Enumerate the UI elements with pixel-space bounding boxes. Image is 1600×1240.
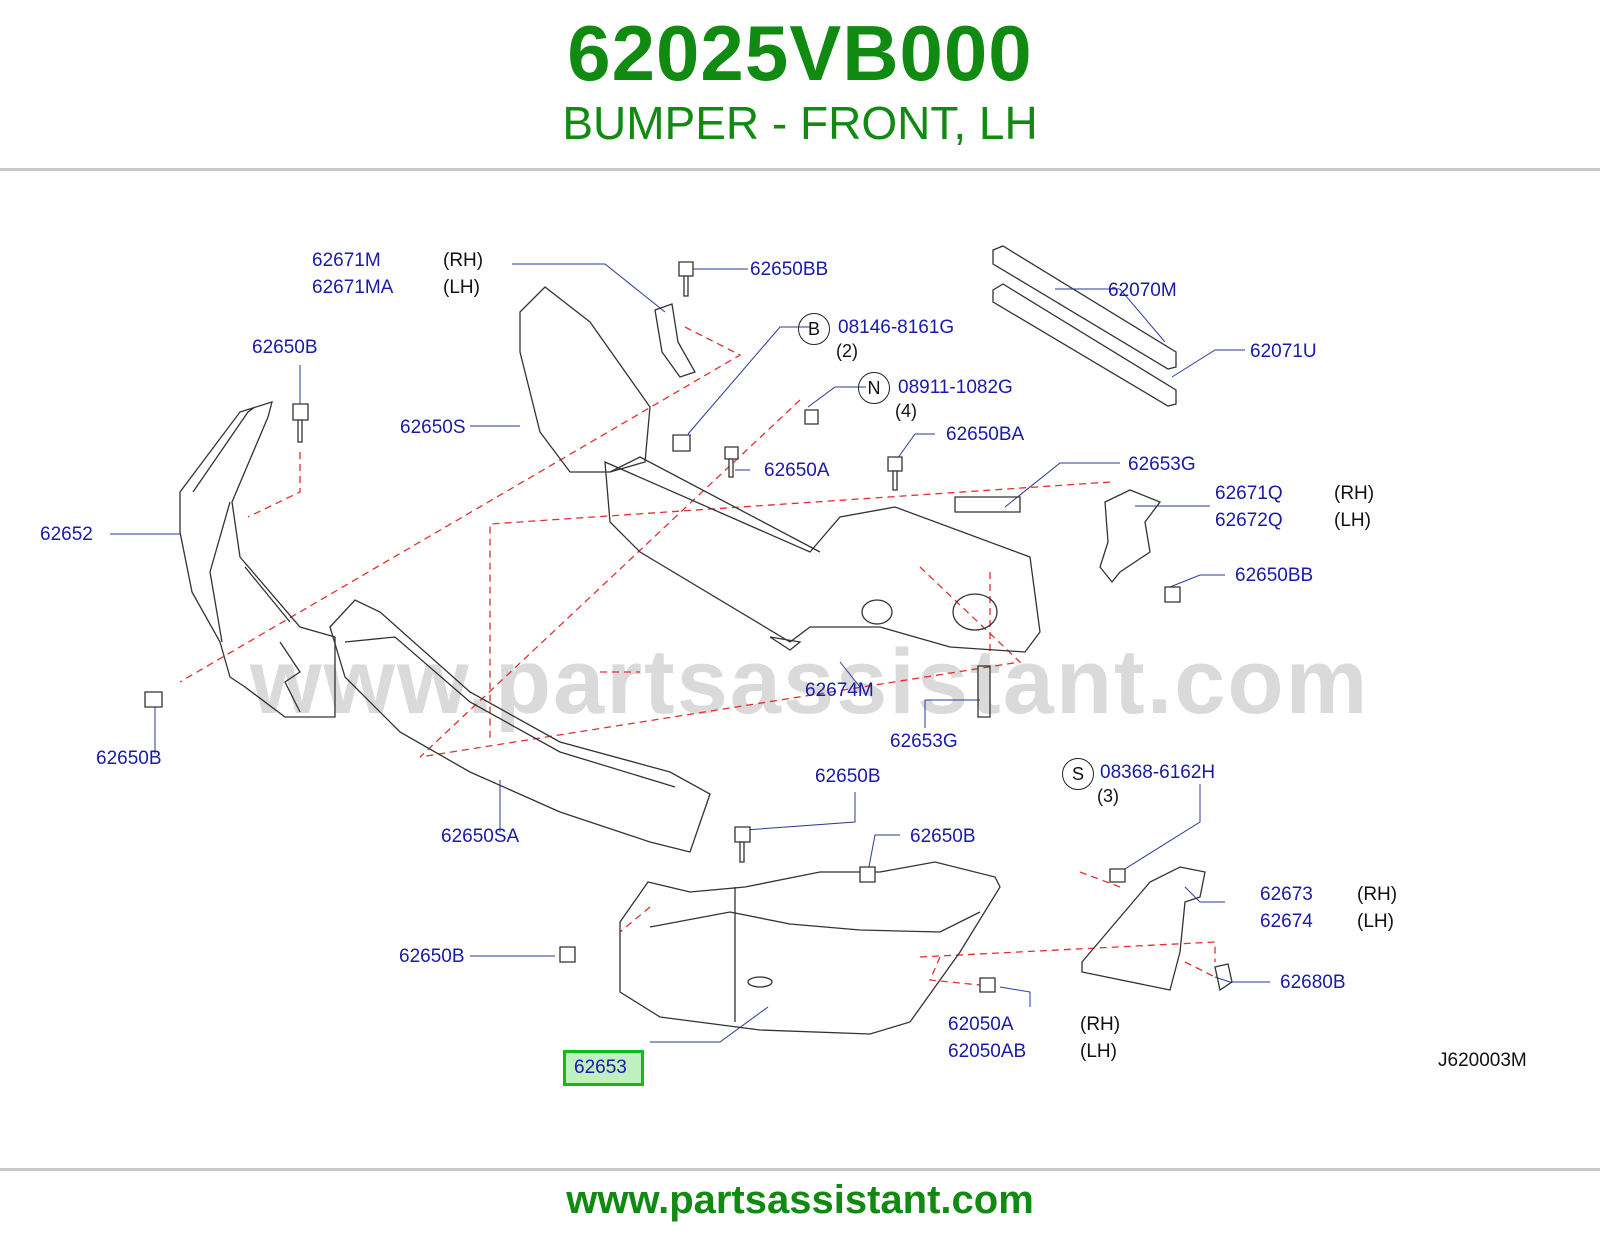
label-62652[interactable]: 62652 — [40, 524, 93, 545]
label-62674M[interactable]: 62674M — [805, 680, 874, 701]
part-62650SA-beam — [329, 599, 711, 853]
part-62671M-hanger — [654, 303, 696, 378]
page-header: 62025VB000 BUMPER - FRONT, LH — [0, 0, 1600, 170]
part-62653G-lower-plate — [977, 665, 991, 718]
part-62653-bumper — [619, 861, 1001, 1035]
bottom-divider — [0, 1168, 1600, 1171]
label-62674[interactable]: 62674 — [1260, 911, 1313, 932]
label-62650A[interactable]: 62650A — [764, 460, 830, 481]
label-62650BA[interactable]: 62650BA — [946, 424, 1025, 445]
label-62672Q[interactable]: 62672Q — [1215, 510, 1283, 531]
qty-b: (2) — [836, 341, 858, 361]
label-62650BB-right[interactable]: 62650BB — [1235, 565, 1314, 586]
leader-lines — [110, 263, 1270, 1043]
label-62650S[interactable]: 62650S — [400, 417, 466, 438]
part-straps — [992, 245, 1177, 407]
watermark: www.partsassistant.com — [250, 631, 1370, 733]
label-62680B[interactable]: 62680B — [1280, 972, 1346, 993]
label-62050A[interactable]: 62050A — [948, 1014, 1014, 1035]
label-62071U[interactable]: 62071U — [1250, 341, 1317, 362]
part-62653G-upper-plate — [954, 496, 1021, 513]
label-62650B-low[interactable]: 62650B — [399, 946, 465, 967]
label-62671Q[interactable]: 62671Q — [1215, 483, 1283, 504]
circle-code-b: B — [798, 313, 830, 345]
diagram-reference-code: J620003M — [1438, 1050, 1527, 1071]
label-62673[interactable]: 62673 — [1260, 884, 1313, 905]
side-rh: (RH) — [1334, 483, 1375, 504]
top-divider — [0, 168, 1600, 171]
label-62050AB[interactable]: 62050AB — [948, 1041, 1027, 1062]
circle-code-s: S — [1062, 758, 1094, 790]
label-08368-6162H[interactable]: 08368-6162H — [1100, 762, 1216, 783]
part-62671Q-bracket — [1099, 489, 1162, 584]
highlighted-part-62653[interactable]: 62653 — [563, 1050, 644, 1086]
label-62671MA[interactable]: 62671MA — [312, 277, 394, 298]
label-08146-8161G[interactable]: 08146-8161G — [838, 317, 955, 338]
side-rh: (RH) — [1080, 1014, 1121, 1035]
side-lh: (LH) — [1334, 510, 1371, 531]
label-62650B-topleft[interactable]: 62650B — [252, 337, 318, 358]
label-62671M[interactable]: 62671M — [312, 250, 381, 271]
side-lh: (LH) — [1357, 911, 1394, 932]
label-62650BB-top[interactable]: 62650BB — [750, 259, 829, 280]
part-62673-bracket — [1081, 866, 1233, 992]
part-description: BUMPER - FRONT, LH — [562, 97, 1038, 149]
part-62650S-reinforcement — [519, 286, 1041, 653]
label-62653: 62653 — [574, 1057, 627, 1078]
label-62650SA[interactable]: 62650SA — [441, 826, 520, 847]
label-62650B-bottomleft[interactable]: 62650B — [96, 748, 162, 769]
side-rh: (RH) — [443, 250, 484, 271]
label-62650B-mid[interactable]: 62650B — [815, 766, 881, 787]
label-62653G-bottom[interactable]: 62653G — [890, 731, 958, 752]
circle-code-n: N — [858, 372, 890, 404]
part-62652-bracket — [179, 401, 336, 718]
diagram-drawing — [110, 245, 1270, 1043]
label-08911-1082G[interactable]: 08911-1082G — [898, 377, 1013, 398]
parts-diagram: www.partsassistant.com — [0, 172, 1600, 1162]
side-lh: (LH) — [443, 277, 480, 298]
label-62650B-mid2[interactable]: 62650B — [910, 826, 976, 847]
qty-n: (4) — [895, 401, 917, 421]
qty-s: (3) — [1097, 786, 1119, 806]
part-number-title: 62025VB000 — [567, 9, 1033, 97]
label-62070M[interactable]: 62070M — [1108, 280, 1177, 301]
side-lh: (LH) — [1080, 1041, 1117, 1062]
side-rh: (RH) — [1357, 884, 1398, 905]
label-62653G-top[interactable]: 62653G — [1128, 454, 1196, 475]
footer-url[interactable]: www.partsassistant.com — [566, 1178, 1034, 1222]
fasteners — [144, 261, 1181, 993]
